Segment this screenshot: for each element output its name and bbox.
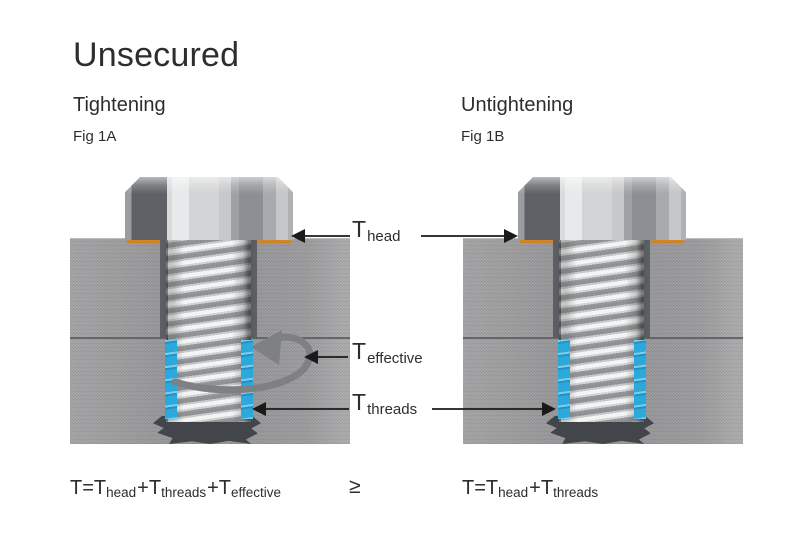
- right-subtitle: Untightening: [461, 94, 574, 116]
- bolt-figure-untightening: [458, 176, 743, 446]
- left-subtitle: Tightening: [73, 94, 166, 116]
- left-fig-label: Fig 1A: [73, 128, 117, 145]
- bolt-figure-tightening: [65, 176, 350, 446]
- rotation-arrow-icon: [171, 330, 314, 394]
- hex-bolt-head: [125, 177, 293, 240]
- page-title: Unsecured: [73, 36, 240, 74]
- formula-untightening: T=Thead+Tthreads: [462, 477, 599, 500]
- label-t-threads-sub: threads: [367, 401, 418, 418]
- thread-engagement-left: [165, 340, 177, 419]
- label-t-threads-main: T: [352, 389, 367, 415]
- thread-engagement-right: [241, 340, 253, 419]
- label-t-head-main: T: [352, 216, 367, 242]
- comparator-gte: ≥: [349, 475, 361, 498]
- right-fig-label: Fig 1B: [461, 128, 505, 145]
- hex-bolt-head: [518, 177, 686, 240]
- label-t-effective: Teffective: [352, 338, 423, 367]
- thread-engagement-right: [634, 340, 646, 419]
- bolt-thread-shank: [559, 232, 644, 422]
- label-t-threads: Tthreads: [352, 389, 418, 418]
- label-t-head: Thead: [352, 216, 401, 245]
- thread-engagement-left: [558, 340, 570, 419]
- label-t-effective-main: T: [352, 338, 367, 364]
- label-t-head-sub: head: [367, 228, 401, 245]
- formula-tightening: T=Thead+Tthreads+Teffective: [70, 477, 282, 500]
- label-t-effective-sub: effective: [367, 350, 423, 367]
